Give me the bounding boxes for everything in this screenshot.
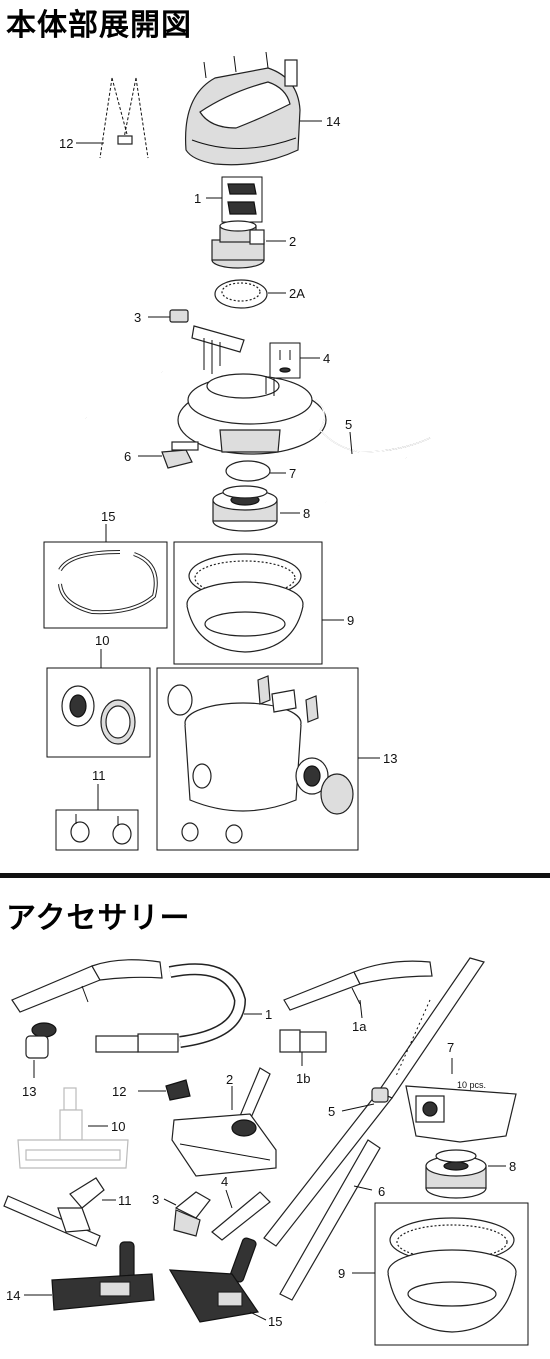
part-casters [70, 814, 132, 845]
callout-2a: 2A [289, 286, 305, 301]
callout-14: 14 [326, 114, 340, 129]
callout-9: 9 [347, 613, 354, 628]
part-screws [279, 350, 291, 373]
box-tank [156, 667, 359, 851]
accessory-floor-nozzle-black [51, 1241, 155, 1311]
part-harness-strap [99, 77, 149, 159]
accessory-small-nozzle [25, 1022, 57, 1059]
callout-a2: 2 [226, 1072, 233, 1087]
body-exploded-title: 本体部展開図 [6, 8, 192, 43]
accessories-title: アクセサリー [6, 901, 191, 936]
box-gasket-ring [43, 541, 168, 629]
callout-4: 4 [323, 351, 330, 366]
part-switch-button [169, 309, 189, 323]
part-motor [211, 220, 265, 269]
callout-a12: 12 [112, 1084, 126, 1099]
callout-6: 6 [124, 449, 131, 464]
callout-a9: 9 [338, 1266, 345, 1281]
callout-7: 7 [289, 466, 296, 481]
accessory-telescopic-tube [263, 957, 485, 1247]
callout-1: 1 [194, 191, 201, 206]
callout-a6: 6 [378, 1184, 385, 1199]
callout-13: 13 [383, 751, 397, 766]
callout-a4: 4 [221, 1174, 228, 1189]
accessory-crevice-nozzle [211, 1191, 271, 1241]
callout-a3: 3 [152, 1192, 159, 1207]
accessory-brush-nozzle [173, 1191, 211, 1237]
part-motor-ring [214, 279, 268, 309]
accessory-floor-nozzle-black-2 [168, 1237, 260, 1323]
part-bowl-filter [186, 553, 304, 653]
box-cap-filter [46, 667, 151, 758]
accessory-wide-nozzle [3, 1177, 105, 1247]
part-tank [167, 675, 354, 844]
callout-a1: 1 [265, 1007, 272, 1022]
callout-a1b: 1b [296, 1071, 310, 1086]
accessory-cartridge-filter [425, 1149, 487, 1199]
accessory-clip [165, 1079, 191, 1101]
part-round-filter [100, 699, 136, 745]
accessory-handle [283, 960, 433, 1011]
callout-10: 10 [95, 633, 109, 648]
part-switch-assembly [191, 325, 245, 374]
callout-15: 15 [101, 509, 115, 524]
box-casters [55, 809, 139, 851]
part-gasket-ring [58, 550, 158, 615]
box-accessory-bowl-filter [374, 1202, 529, 1346]
callout-a10: 10 [111, 1119, 125, 1134]
part-filter-clips [227, 183, 257, 215]
callout-11: 11 [92, 768, 106, 783]
accessory-hose [11, 959, 247, 1053]
callout-a15: 15 [268, 1314, 282, 1329]
box-bowl-filter [173, 541, 323, 665]
bag-quantity-note: 10 pcs. [457, 1080, 486, 1090]
callout-12: 12 [59, 136, 73, 151]
callout-5: 5 [345, 417, 352, 432]
callout-a1a: 1a [352, 1019, 367, 1034]
part-cartridge-filter [212, 485, 278, 532]
part-disc-filter [225, 460, 271, 482]
part-top-cover [184, 51, 301, 166]
box-screws [269, 342, 301, 379]
callout-a7: 7 [447, 1040, 454, 1055]
accessory-dust-bag [405, 1085, 517, 1143]
part-motor-housing [177, 373, 327, 455]
part-cap [61, 685, 95, 727]
callout-a5: 5 [328, 1104, 335, 1119]
accessory-bowl-filter [387, 1217, 517, 1333]
callout-3: 3 [134, 310, 141, 325]
accessory-floor-nozzle-grey [17, 1087, 129, 1169]
part-latch [161, 441, 199, 469]
accessory-floor-nozzle [171, 1067, 277, 1177]
part-gasket-arc-right [325, 457, 412, 506]
callout-a11: 11 [118, 1193, 132, 1208]
part-gasket-arc [76, 363, 163, 419]
accessory-connector [279, 1029, 327, 1053]
accessory-tube [279, 1139, 381, 1301]
callout-2: 2 [289, 234, 296, 249]
callout-a8: 8 [509, 1159, 516, 1174]
callout-a13: 13 [22, 1084, 36, 1099]
callout-a14: 14 [6, 1288, 20, 1303]
section-divider [0, 873, 550, 878]
callout-8: 8 [303, 506, 310, 521]
